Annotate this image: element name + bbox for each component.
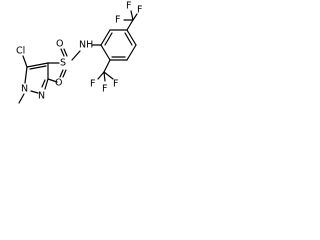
bond-cf3-top-f3	[132, 13, 138, 21]
bond-ring-1	[100, 29, 111, 46]
n1-label: N	[21, 84, 28, 95]
n2-label: N	[38, 91, 45, 102]
f-top-left-label: F	[115, 15, 120, 26]
bond-cf3-bottom-f2	[103, 71, 106, 82]
bond-ring-d2	[124, 32, 133, 46]
bond-cf3-bottom-f3	[103, 71, 114, 80]
bond-ring-3	[126, 29, 137, 46]
f-top-right-label: F	[137, 5, 142, 16]
molecule-structure: NH O S O Cl N N F F F F F F	[16, 1, 142, 104]
bond-c3-methyl	[47, 78, 58, 83]
bonds	[18, 10, 138, 104]
f-bottom-left-label: F	[90, 79, 95, 90]
bond-n1-methyl	[18, 93, 25, 104]
bond-ring-4	[126, 44, 137, 61]
bond-pz-c4-c5-d	[29, 65, 47, 70]
bond-s-o-bottom-b	[62, 69, 67, 78]
nh-label: NH	[79, 40, 93, 51]
cl-label: Cl	[16, 46, 25, 57]
bond-cf3-top-f1	[130, 10, 134, 21]
f-bottom-right-label: F	[113, 79, 118, 90]
bond-cf3-bottom-f1	[97, 71, 105, 80]
f-bottom-center-label: F	[102, 84, 107, 95]
bond-pz-n2-c3	[44, 78, 49, 90]
s-label: S	[60, 58, 66, 69]
o-bottom-label: O	[55, 78, 62, 89]
bond-pz-c4-c5	[26, 62, 49, 68]
bond-pz-n1-n2	[30, 90, 39, 94]
bond-cf3-top-c	[126, 19, 134, 31]
bond-ring-d1	[104, 32, 113, 46]
bond-ring-6	[100, 44, 111, 61]
bond-pz-n2-c3-d	[41, 79, 46, 88]
f-top-label: F	[126, 1, 131, 12]
bond-c5-cl	[22, 55, 28, 68]
bond-s-o-bottom-a	[59, 69, 64, 78]
bond-s-o-top-b	[63, 48, 68, 57]
bond-cf3-bottom-c	[103, 59, 111, 73]
bond-s-o-top-a	[60, 48, 65, 57]
bond-pz-c5-n1	[24, 66, 28, 84]
atom-labels: NH O S O Cl N N F F F F F F	[16, 1, 142, 102]
bond-s-n	[71, 50, 81, 61]
o-top-label: O	[56, 39, 63, 50]
